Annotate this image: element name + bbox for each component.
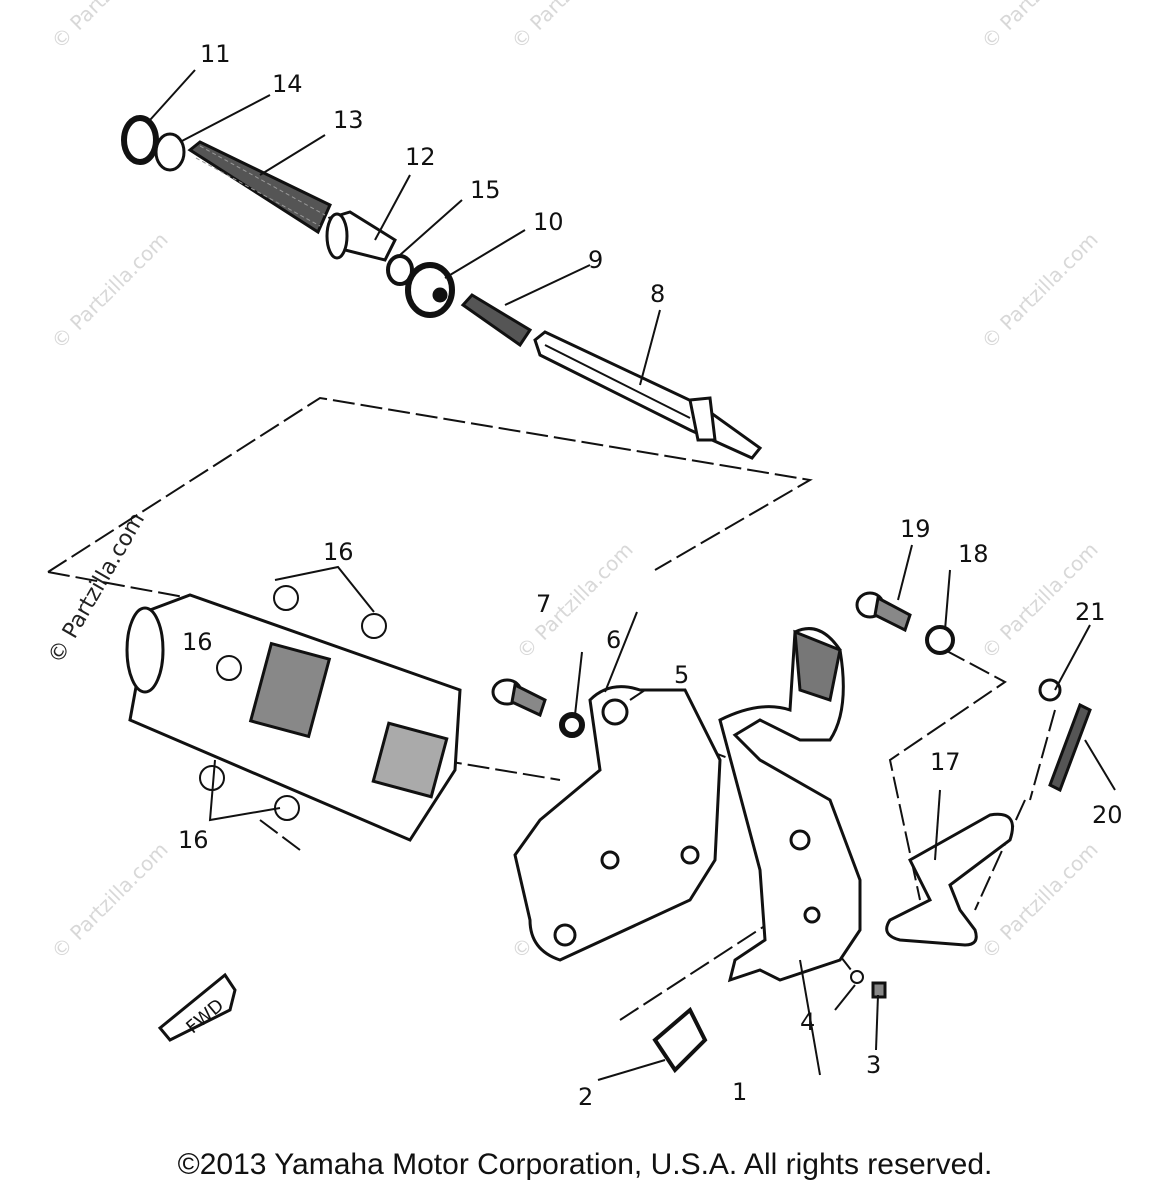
- label-part-14: 14: [272, 70, 303, 98]
- bracket-part-5: [513, 685, 722, 962]
- shift-drum-part-16: [125, 565, 462, 842]
- footrest-part-17: [885, 812, 1014, 947]
- label-part-9: 9: [588, 246, 603, 274]
- label-part-18: 18: [958, 540, 989, 568]
- ball-16-2: [361, 613, 387, 639]
- label-part-11: 11: [200, 40, 231, 68]
- bolt-part-19: [855, 591, 912, 633]
- pin-part-21: [1038, 678, 1062, 702]
- washer-part-18: [925, 625, 955, 655]
- ball-16-1: [273, 585, 299, 611]
- watermark-4: © Partzilla.com: [47, 227, 173, 353]
- label-part-8: 8: [650, 280, 665, 308]
- label-part-16-mid: 16: [182, 628, 213, 656]
- shaft-assembly: [121, 115, 763, 460]
- spring-part-9: [460, 293, 533, 348]
- label-part-16-bottom: 16: [178, 826, 209, 854]
- bolt-part-3: [871, 981, 887, 999]
- watermark-10: © Partzilla.com: [977, 837, 1103, 963]
- label-part-13: 13: [333, 106, 364, 134]
- label-part-1: 1: [732, 1078, 747, 1106]
- label-part-2: 2: [578, 1083, 593, 1111]
- label-part-10: 10: [533, 208, 564, 236]
- label-part-19: 19: [900, 515, 931, 543]
- fwd-arrow-badge: FWD: [157, 972, 237, 1042]
- label-part-12: 12: [405, 143, 436, 171]
- leader-lines: [149, 69, 1116, 1081]
- label-part-4: 4: [800, 1008, 815, 1036]
- copyright-notice: ©2013 Yamaha Motor Corporation, U.S.A. A…: [177, 1148, 993, 1181]
- washer-part-14: [154, 132, 186, 172]
- watermark-2: © Partzilla.com: [507, 0, 633, 54]
- bushing-part-10: [405, 262, 455, 318]
- label-part-21: 21: [1075, 598, 1106, 626]
- label-part-5: 5: [674, 661, 689, 689]
- clip-part-15: [386, 254, 414, 286]
- label-part-17: 17: [930, 748, 961, 776]
- collar-part-12: [325, 210, 397, 262]
- label-part-6: 6: [606, 626, 621, 654]
- label-part-3: 3: [866, 1051, 881, 1079]
- watermark-1: © Partzilla.com: [47, 0, 173, 54]
- label-part-15: 15: [470, 176, 501, 204]
- ball-16-3: [216, 655, 242, 681]
- watermark-5: © Partzilla.com: [977, 227, 1103, 353]
- circlip-part-11: [121, 115, 159, 165]
- ball-part-4: [850, 970, 864, 984]
- label-part-16-top: 16: [323, 538, 354, 566]
- label-part-7: 7: [536, 590, 551, 618]
- watermark-3: © Partzilla.com: [977, 0, 1103, 54]
- plug-part-2: [652, 1006, 708, 1074]
- part-labels: 11 14 13 12 15 10 9 8 16 16 16 7 6 5 19 …: [178, 40, 1123, 1111]
- washer-part-6: [559, 712, 585, 738]
- spring-part-20: [1048, 702, 1092, 793]
- bolt-part-7: [491, 678, 547, 718]
- watermark-8: © Partzilla.com: [47, 837, 173, 963]
- pedal-part-1: [718, 627, 862, 983]
- shaft-part-8: [533, 330, 763, 460]
- spring-part-13: [187, 140, 332, 235]
- label-part-20: 20: [1092, 801, 1123, 829]
